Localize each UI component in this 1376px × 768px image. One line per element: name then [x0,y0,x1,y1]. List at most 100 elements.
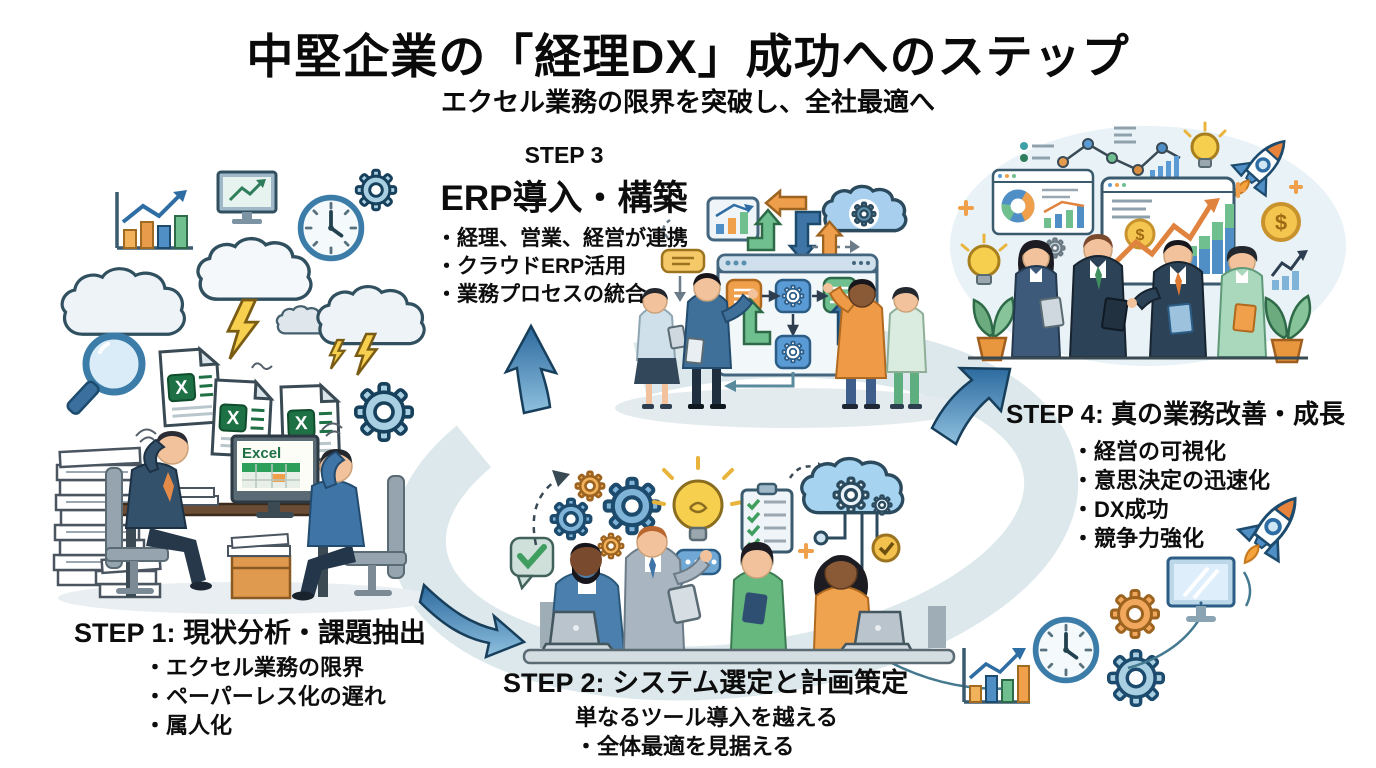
mini-trend-icon [1270,250,1308,290]
decorative-curve [1127,617,1202,670]
lightbulb-icon [960,233,1008,285]
step2-text-block: STEP 2: システム選定と計画策定 単なるツール導入を越える ・全体最適を見… [503,661,908,761]
step3-bullet: ・経理、営業、経営が連携 [436,227,688,250]
clock-icon [1036,620,1097,681]
step1-bullet: ・ペーパーレス化の遅れ [144,684,386,709]
person-man-suit-green-tie [1068,234,1129,358]
page-subtitle: エクセル業務の限界を突破し、全社最適へ [440,87,935,117]
step3-text-block: STEP 3 ERP導入・構築 ・経理、営業、経営が連携 ・クラウドERP活用 … [408,142,720,309]
step4-label: STEP 4: [1006,399,1104,429]
step2-scene [509,456,956,665]
success-team [968,234,1308,360]
stressed-worker [292,449,407,601]
clock-icon [301,198,362,259]
step1-title: 現状分析・課題抽出 [183,618,427,648]
gear-icon [353,381,415,443]
step4-bullet: ・意思決定の迅速化 [1072,468,1271,493]
person-woman-lightblue [634,288,688,409]
check-bubble-icon [509,536,555,591]
arrow-step2-to-step3 [503,323,559,415]
sticky-note-icon [660,218,706,302]
cloud-gear-icon [812,184,908,253]
mini-bars-icon [1150,156,1179,177]
arrow-step1-to-step2 [418,582,527,660]
growth-chart-icon [115,190,193,250]
list-lines-icon [1114,126,1136,144]
dashed-arrow [788,465,819,479]
monitor-icon [1166,556,1236,622]
bullet-list-icon [1020,142,1054,162]
lightbulb-icon [652,456,744,542]
arrow-step3-to-step4 [930,366,1012,446]
lightbulb-icon [1183,121,1227,168]
person-woman-navy [1010,240,1065,358]
step3-scene [615,184,965,428]
person-man-suit-orange-tie [1127,240,1208,358]
checklist-clipboard-icon [740,482,794,554]
lightning-icon [226,298,259,361]
monitor-chart-icon [216,170,278,224]
planning-team [522,526,956,665]
excel-logo-label: Excel [242,445,281,462]
step1-bullet: ・エクセル業務の限界 [144,655,365,680]
flow-arrow-blue-down [787,210,822,262]
gear-icon [597,532,625,560]
dollar-sign: $ [1136,227,1145,244]
step2-bullet: ・全体最適を見据える [575,734,795,759]
decorative-curve [1242,571,1252,607]
growth-chart-icon [962,648,1030,704]
step1-bullet: ・属人化 [144,713,233,738]
dollar-sign: $ [1275,210,1287,235]
person-woman-mint [885,287,928,409]
person-man-bluesuit [681,273,758,409]
stress-squiggle [251,362,273,370]
erp-team [634,273,928,409]
dollar-coin-icon [1261,202,1301,242]
flow-arrow-orange-left [764,188,808,218]
gear-icon [605,479,660,534]
trend-dots-line [1057,138,1181,176]
page-title: 中堅企業の「経理DX」成功へのステップ [246,30,1130,83]
cloud-icon [60,267,186,336]
dashed-arrow [532,476,561,546]
magnifier-icon [66,332,146,415]
step4-text-block: STEP 4: 真の業務改善・成長 ・経営の可視化 ・意思決定の迅速化 ・DX成… [1006,394,1345,553]
mini-barchart-panel [706,196,760,242]
meeting-table [522,648,956,665]
bottom-right-icons [962,480,1318,708]
step2-label: STEP 2: [503,668,605,698]
stressed-worker [105,431,212,594]
stress-squiggle [135,428,157,443]
step3-bullet: ・業務プロセスの統合 [436,283,646,306]
dashed-arrow-head [552,470,570,487]
step3-bullet: ・クラウドERP活用 [436,255,627,278]
step1-text-block: STEP 1: 現状分析・課題抽出 ・エクセル業務の限界 ・ペーパーレス化の遅れ… [74,611,426,740]
dashboard-panel [991,168,1095,236]
gear-icon [1110,589,1160,639]
excel-file-icon [158,346,223,428]
step4-bullet: ・競争力強化 [1072,526,1205,551]
person-green-top [729,542,788,651]
step1-scene: Excel [52,168,438,614]
person-woman-mint [1216,246,1268,358]
step3-title: ERP導入・構築 [440,179,688,218]
gear-icon [549,497,593,541]
paper-box-under-desk [227,532,292,600]
step2-subline: 単なるツール導入を越える [575,705,838,730]
step1-label: STEP 1: [74,618,176,648]
person-man-orange [823,279,888,409]
excel-monitor: Excel [230,434,320,518]
step4-bullet: ・経営の可視化 [1072,439,1227,464]
person-presenter [622,526,712,651]
step4-title: 真の業務改善・成長 [1111,399,1346,429]
gear-icon [574,470,606,502]
step2-title: システム選定と計画策定 [612,668,909,698]
stress-squiggle [321,422,343,437]
gear-icon [354,168,398,212]
plant-icon [972,296,1015,362]
step4-bullet: ・DX成功 [1072,497,1169,522]
person-orange-top [812,555,874,651]
floor-shadow [615,388,965,428]
